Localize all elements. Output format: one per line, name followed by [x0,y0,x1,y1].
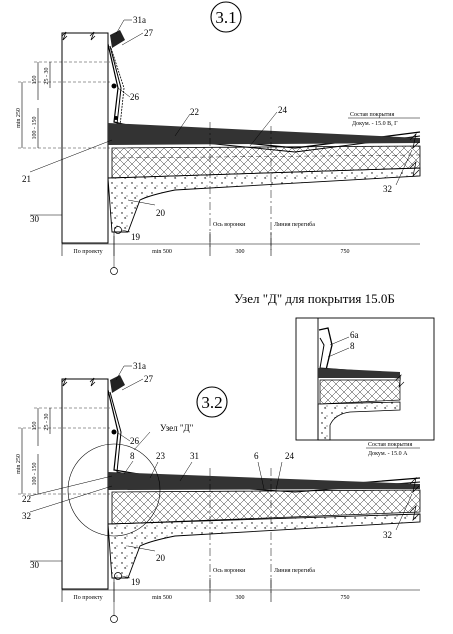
composition-note-title: Состав покрытия [368,442,412,448]
funnel-axis-label: Ось воронки [213,222,246,228]
grid-axis-marker [110,267,118,275]
callout-26: 26 [130,92,140,102]
flashing-31a [110,30,125,48]
callout-6: 6 [254,451,259,461]
drawing-3-1: 3.1 min 250 150 25 - 30 100 - 150 [16,1,421,275]
callout-30: 30 [30,560,40,570]
callout-27: 27 [144,374,154,384]
concrete-slab [107,513,421,579]
dim-750: 750 [341,595,350,601]
dim-min-250: min 250 [16,108,22,128]
break-mark [89,31,96,41]
callout-20: 20 [156,208,166,218]
wall-3-1 [61,32,109,244]
callout-22: 22 [190,107,199,117]
detail-insulation [319,379,401,405]
node-badge-3-1 [210,1,242,33]
dim-300: 300 [236,595,245,601]
flashing-31a [110,375,125,393]
callout-31: 31 [190,451,199,461]
callout-8-detail: 8 [350,341,355,351]
fastener [114,116,118,120]
support-19 [114,572,122,580]
funnel-axis-label: Ось воронки [213,568,246,574]
callout-21: 21 [22,174,31,184]
callout-23: 23 [156,451,166,461]
drawing-3-2: 3.2 Узел "Д" min 250 150 25 - 30 100 - 1… [16,361,421,623]
dim-300: 300 [236,249,245,255]
node-badge-3-1-text: 3.1 [215,8,236,27]
callout-19: 19 [131,232,141,242]
dim-750: 750 [341,249,350,255]
dim-by-project: По проекту [73,249,102,255]
insulation-layer [111,489,421,525]
callout-22: 22 [22,494,31,504]
callout-8: 8 [130,451,135,461]
break-mark [61,31,68,41]
insulation-axis [111,154,421,159]
detail-d-circle [67,443,161,537]
break-mark-right [409,504,420,522]
dim-150: 150 [32,422,38,431]
detail-slab [317,401,401,441]
callout-32: 32 [383,530,392,540]
node-badge-3-2 [196,386,228,418]
bend-line-label: Линия перегиба [274,567,315,574]
dim-min-500: min 500 [152,249,172,255]
fastener-26 [111,429,117,435]
dim-by-project: По проекту [73,595,102,601]
break-mark-right [409,160,420,178]
dim-150: 150 [32,76,38,85]
callout-24: 24 [285,451,295,461]
callout-31a: 31а [133,15,146,25]
dim-min-500: min 500 [152,595,172,601]
concrete-slab [107,167,421,233]
composition-note-doc: Докум. - 15.0 В, Г [352,121,398,127]
detail-waterproofing [318,368,400,378]
callout-26: 26 [130,436,140,446]
composition-note-title: Состав покрытия [350,112,394,118]
wall-3-2 [61,378,109,590]
dim-min-250: min 250 [16,454,22,474]
break-mark-right [409,476,420,494]
fastener-26 [111,83,117,89]
callout-24: 24 [278,105,288,115]
break-mark [89,377,96,387]
node-d-label: Узел "Д" [160,423,194,433]
membrane-upturn [110,47,125,127]
detail-d-inset: 6а 8 [295,317,435,441]
node-badge-3-2-text: 3.2 [201,393,222,412]
callout-30: 30 [30,214,40,224]
waterproofing-layer [108,123,420,145]
dim-100-150: 100 - 150 [32,463,38,486]
detail-frame [295,317,435,441]
callout-32: 32 [383,184,392,194]
callout-19: 19 [131,577,141,587]
break-mark-right [409,132,420,150]
detail-d-title: Узел "Д" для покрытия 15.0Б [234,291,395,306]
dim-100-150: 100 - 150 [32,117,38,140]
composition-note-doc: Докум. - 15.0 А [368,451,408,457]
callout-6a: 6а [350,330,359,340]
grid-axis-marker [110,615,118,623]
dim-25-30: 25 - 30 [44,68,50,85]
bend-line-label: Линия перегиба [274,221,315,228]
dim-25-30: 25 - 30 [44,414,50,431]
waterproofing-layer [108,472,420,490]
callout-31a: 31а [133,361,146,371]
support-19 [114,226,122,234]
break-mark [61,377,68,387]
callout-32-left: 32 [22,511,31,521]
callout-20: 20 [156,553,166,563]
callout-27: 27 [144,28,154,38]
